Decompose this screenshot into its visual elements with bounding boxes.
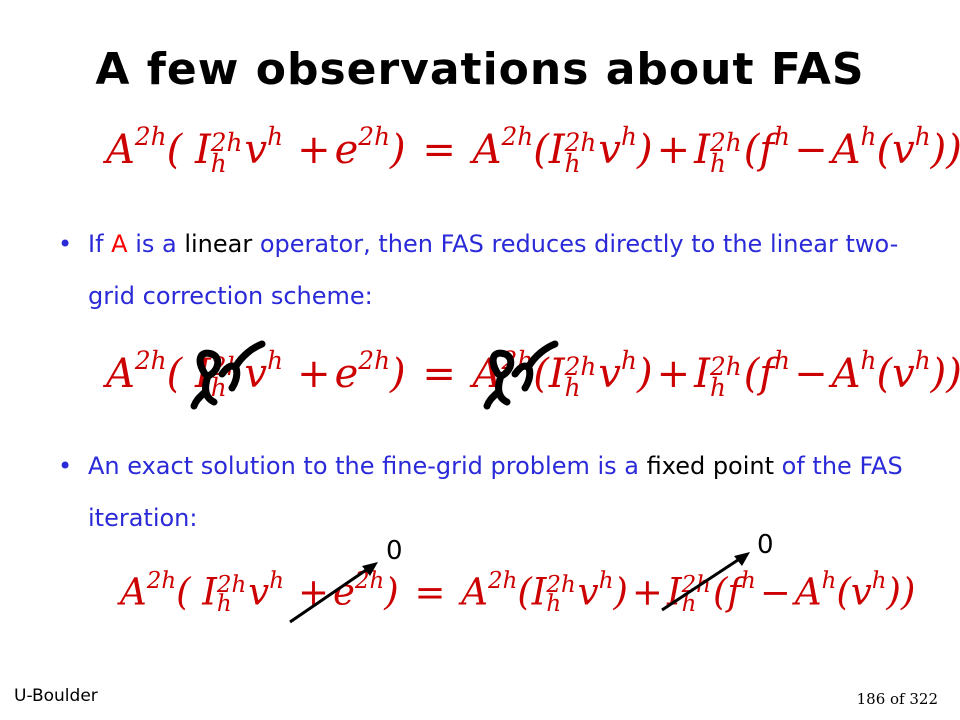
bullet2-fixed-point: fixed point (646, 452, 775, 480)
bullet2-text-b: of the FAS iteration: (88, 452, 903, 532)
bullet-marker: • (58, 230, 73, 258)
slide-page-number: 186 of 322 (856, 690, 938, 708)
bullet1-text-b: is a (127, 230, 185, 258)
bullet1-text-c: operator, then FAS reduces directly to t… (88, 230, 899, 310)
slide-title: A few observations about FAS (95, 44, 865, 95)
footer-affiliation: U-Boulder (14, 686, 98, 706)
bullet-linear-operator: • If A is a linear operator, then FAS re… (58, 218, 918, 322)
zero-label-error: 0 (386, 536, 403, 566)
bullet-fixed-point: • An exact solution to the fine-grid pro… (58, 440, 918, 544)
scribble-mark-left (190, 340, 266, 410)
arrowhead-error (362, 562, 378, 576)
arrowhead-residual (734, 552, 750, 566)
bullet2-text-a: An exact solution to the fine-grid probl… (88, 452, 647, 480)
scribble-mark-right (483, 340, 559, 410)
bullet-marker: • (58, 452, 73, 480)
arrow-residual-to-zero (661, 554, 745, 612)
bullet1-linear-word: linear (184, 230, 253, 258)
bullet1-operator-a: A (111, 230, 128, 258)
zero-label-residual: 0 (757, 530, 774, 560)
arrow-error-to-zero (289, 564, 373, 624)
bullet1-text-a: If (88, 230, 112, 258)
